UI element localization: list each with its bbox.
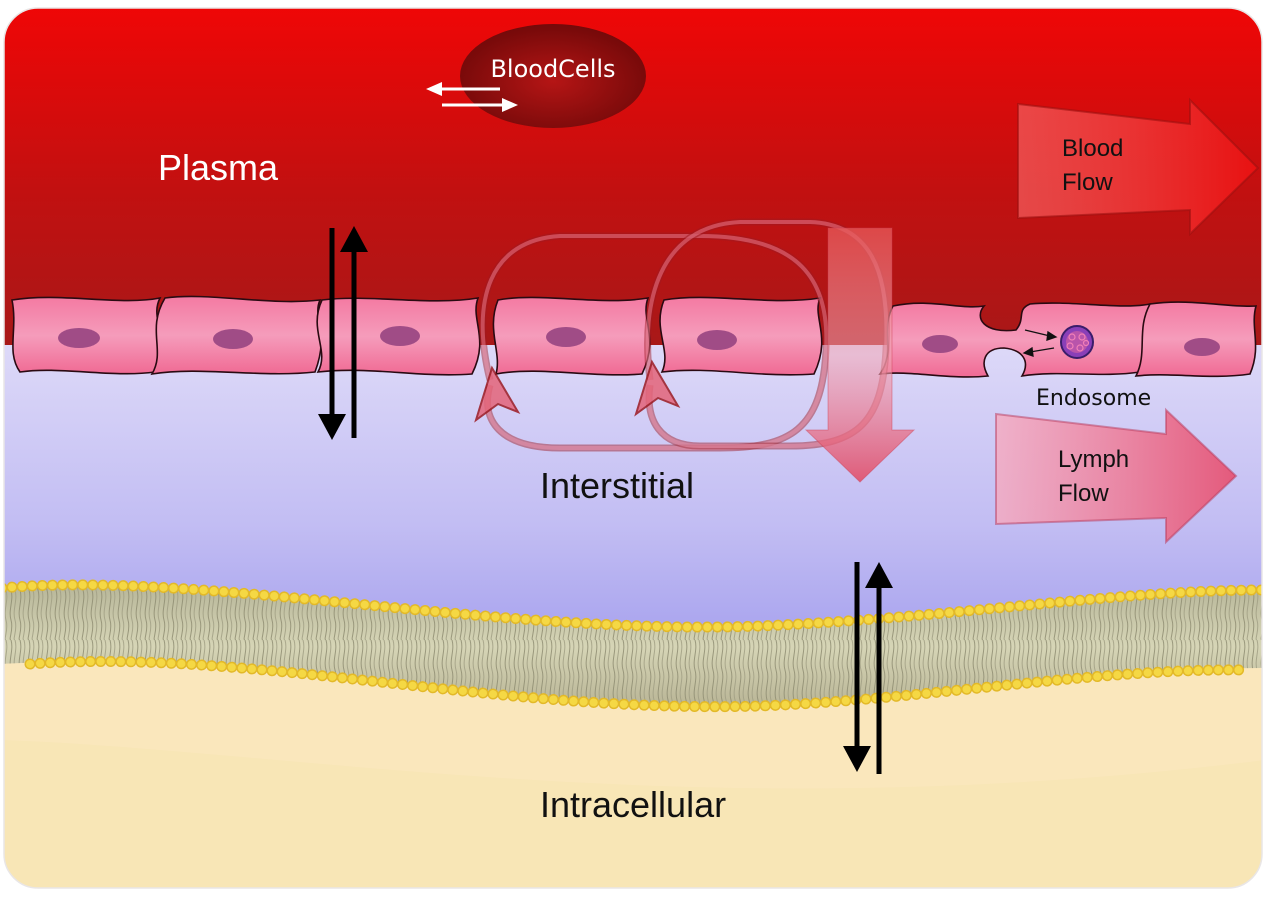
cell-nucleus [58,328,100,348]
plasma-label: Plasma [158,147,279,188]
cell-membrane [4,579,1262,713]
endosome-icon [1060,325,1094,359]
cell-nucleus [922,335,958,353]
bidirectional-arrow-icon [318,226,368,440]
cell-nucleus [213,329,253,349]
blood-flow-label-line2: Flow [1062,169,1113,196]
loop-arrowhead [474,365,521,423]
blood-cells-label: BloodCells [490,55,615,83]
cell-nucleus [697,330,737,350]
filtration-arrow [804,227,916,483]
lymph-flow-label-line1: Lymph [1058,446,1129,473]
loop-arrowhead [634,359,681,417]
lymph-flow-arrow [995,407,1238,545]
lymph-flow-label-line2: Flow [1058,480,1109,507]
panel-border [3,7,1263,889]
blood-flow-label-line1: Blood [1062,135,1123,162]
endosome-transport-arrows [1022,329,1058,357]
endothelial-cell [659,296,823,376]
bidirectional-arrow-icon [843,562,893,774]
interstitial-label: Interstitial [540,465,694,506]
cell-nucleus [380,326,420,346]
endothelial-layer [11,295,1258,378]
cell-nucleus [546,327,586,347]
blood-flow-arrow [1017,97,1260,237]
cell-nucleus [1184,338,1220,356]
bidirectional-arrow-icon [426,82,518,112]
intracellular-label: Intracellular [540,784,726,825]
endosome-label: Endosome [1036,386,1151,411]
